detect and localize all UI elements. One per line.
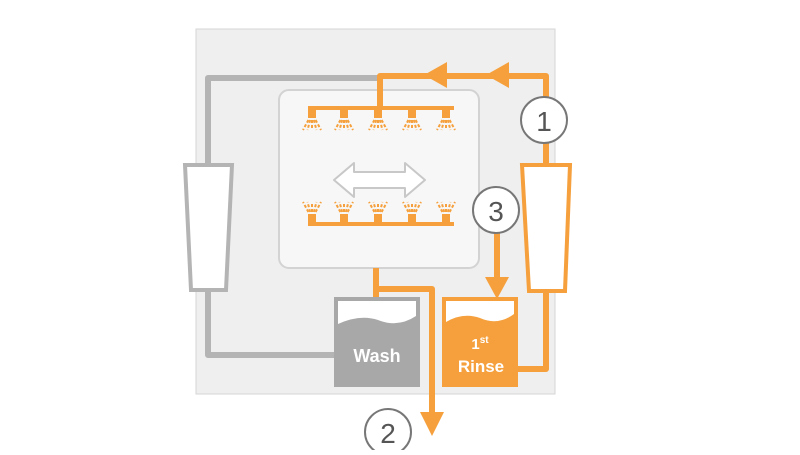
rinse-tank-ordinal: 1st — [471, 335, 489, 353]
wash-tank: Wash — [334, 297, 420, 387]
drain-arrowhead — [420, 412, 444, 436]
rinse-tank-label: Rinse — [458, 357, 504, 376]
spray-nozzle-icon — [368, 201, 388, 222]
wash-tank-label: Wash — [353, 346, 400, 366]
wash-pump-icon — [182, 163, 235, 292]
spray-nozzle-icon — [436, 201, 456, 222]
step-1-label: 1 — [536, 106, 552, 137]
rinse-pump-icon — [519, 163, 573, 293]
spray-nozzle-icon — [436, 110, 456, 131]
drain-pipe — [373, 268, 435, 412]
bottom-spray-nozzles — [302, 201, 456, 222]
rinse-tank-number: 1 — [471, 336, 479, 353]
flow-arrow-top-1 — [424, 62, 447, 88]
spray-nozzle-icon — [402, 110, 422, 131]
rinse-tank-superscript: st — [480, 335, 490, 346]
spray-nozzle-icon — [368, 110, 388, 131]
step-2-label: 2 — [380, 418, 396, 449]
spray-nozzle-icon — [302, 110, 322, 131]
flow-arrow-top-2 — [486, 62, 509, 88]
top-spray-nozzles — [302, 110, 456, 131]
rinse-tank: 1st Rinse — [442, 297, 518, 387]
step-3-label: 3 — [488, 196, 504, 227]
double-arrow-icon — [333, 162, 426, 198]
fresh-feed-arrowhead — [485, 277, 509, 299]
step-2-badge: 2 — [364, 408, 412, 455]
spray-nozzle-icon — [402, 201, 422, 222]
step-3-badge: 3 — [472, 186, 520, 234]
rinse-return-pipe — [517, 291, 549, 372]
step-1-badge: 1 — [520, 96, 568, 144]
spray-nozzle-icon — [334, 201, 354, 222]
spray-nozzle-icon — [302, 201, 322, 222]
spray-nozzle-icon — [334, 110, 354, 131]
